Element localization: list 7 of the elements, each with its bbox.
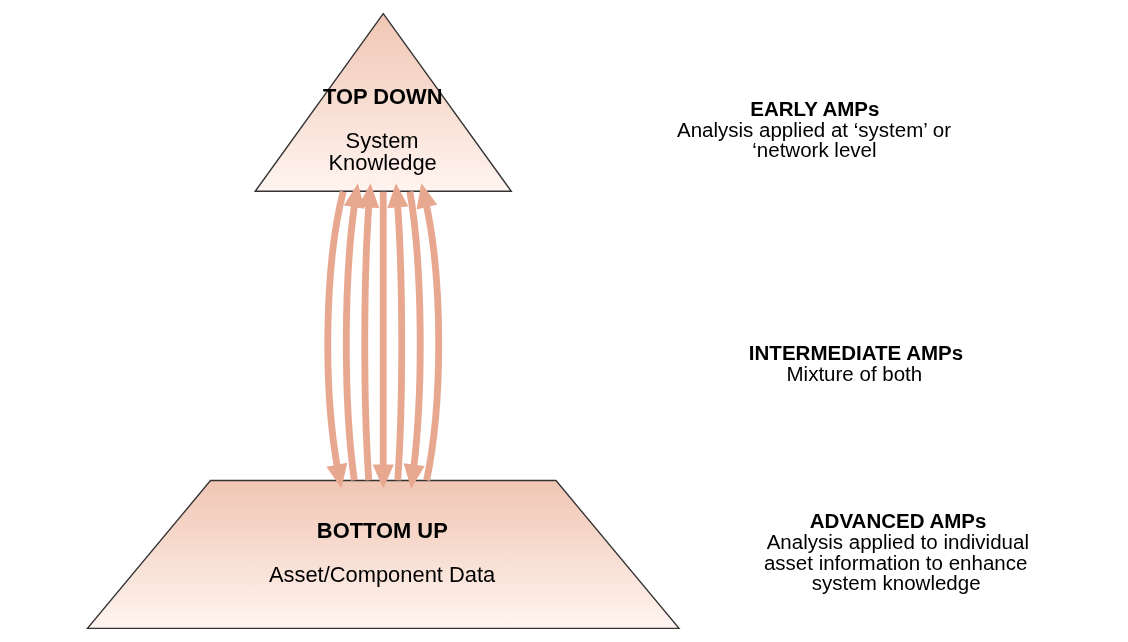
arrow xyxy=(387,183,409,481)
arrow xyxy=(358,183,380,481)
arrow xyxy=(324,190,348,489)
arrow xyxy=(342,183,365,481)
arrow xyxy=(416,183,443,481)
arrow xyxy=(403,191,425,489)
arrow xyxy=(372,191,394,489)
